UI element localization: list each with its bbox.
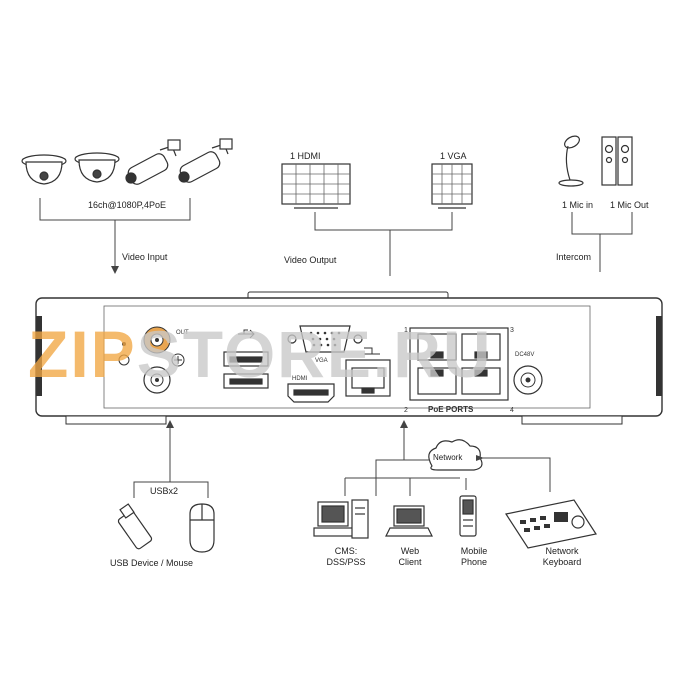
network-cloud-icon — [428, 439, 483, 471]
hdmi-output-label: 1 HDMI — [290, 151, 321, 161]
vga-output-label: 1 VGA — [440, 151, 467, 161]
usb-port-icon — [223, 329, 269, 389]
usb-count-label: USBx2 — [150, 486, 179, 496]
camera-spec-label: 16ch@1080P,4PoE — [88, 200, 167, 210]
video-input-label: Video Input — [122, 252, 168, 262]
dome-camera-1-icon — [21, 154, 67, 185]
mobile-phone-label: Mobile Phone — [448, 546, 500, 568]
hdmi-monitor-icon — [281, 163, 351, 209]
cms-label: CMS: DSS/PSS — [316, 546, 376, 568]
dc-power-jack-icon — [513, 365, 543, 395]
web-client-laptop-icon — [385, 505, 433, 537]
mobile-phone-label-line-2: Phone — [460, 557, 488, 567]
bullet-camera-1-icon — [125, 139, 181, 185]
lan-port-icon — [345, 347, 391, 397]
network-keyboard-icon — [505, 499, 597, 549]
video-output-label: Video Output — [284, 255, 337, 265]
dc-label: DC48V — [515, 352, 534, 358]
mouse-icon — [189, 503, 215, 553]
hdmi-label: HDMI — [292, 376, 308, 382]
mic-in-label: 1 Mic in — [562, 200, 594, 210]
mobile-phone-icon — [459, 495, 477, 537]
audio-out-jack-icon — [143, 326, 171, 354]
web-client-label-line-1: Web — [400, 546, 420, 556]
ground-screw-icon — [118, 342, 185, 367]
network-label: Network — [433, 453, 463, 462]
watermark: ZIPSTORE.RU — [28, 316, 493, 392]
network-keyboard-label-line-1: Network — [545, 546, 579, 556]
poe-ports-icon — [409, 327, 509, 401]
out-label: OUT — [176, 330, 189, 336]
poe-port-1-label: 1 — [404, 327, 408, 334]
vga-monitor-icon — [431, 163, 473, 209]
cms-label-line-1: CMS: — [334, 546, 358, 556]
microphone-icon — [558, 135, 584, 187]
web-client-label-line-2: Client — [398, 557, 422, 567]
network-keyboard-label: Network Keyboard — [530, 546, 594, 568]
cms-label-line-2: DSS/PSS — [326, 557, 366, 567]
poe-port-3-label: 3 — [510, 327, 514, 334]
mobile-phone-label-line-1: Mobile — [460, 546, 488, 556]
cms-computer-icon — [313, 499, 369, 539]
watermark-rest: STORE.RU — [136, 317, 493, 391]
vga-port-icon — [287, 325, 363, 353]
poe-port-2-label: 2 — [404, 407, 408, 414]
bullet-camera-2-icon — [178, 138, 233, 183]
speaker-icon — [601, 136, 633, 186]
hdmi-port-icon — [287, 383, 335, 403]
dome-camera-2-icon — [74, 152, 120, 183]
poe-port-4-label: 4 — [510, 407, 514, 414]
audio-in-jack-icon — [143, 366, 171, 394]
usb-device-label: USB Device / Mouse — [110, 558, 194, 568]
watermark-zip: ZIP — [28, 317, 137, 391]
web-client-label: Web Client — [384, 546, 436, 568]
poe-ports-label: PoE PORTS — [428, 405, 474, 414]
network-keyboard-label-line-2: Keyboard — [542, 557, 582, 567]
intercom-label: Intercom — [556, 252, 592, 262]
usb-flash-drive-icon — [117, 503, 153, 550]
vga-label: VGA — [315, 358, 328, 364]
mic-out-label: 1 Mic Out — [610, 200, 649, 210]
